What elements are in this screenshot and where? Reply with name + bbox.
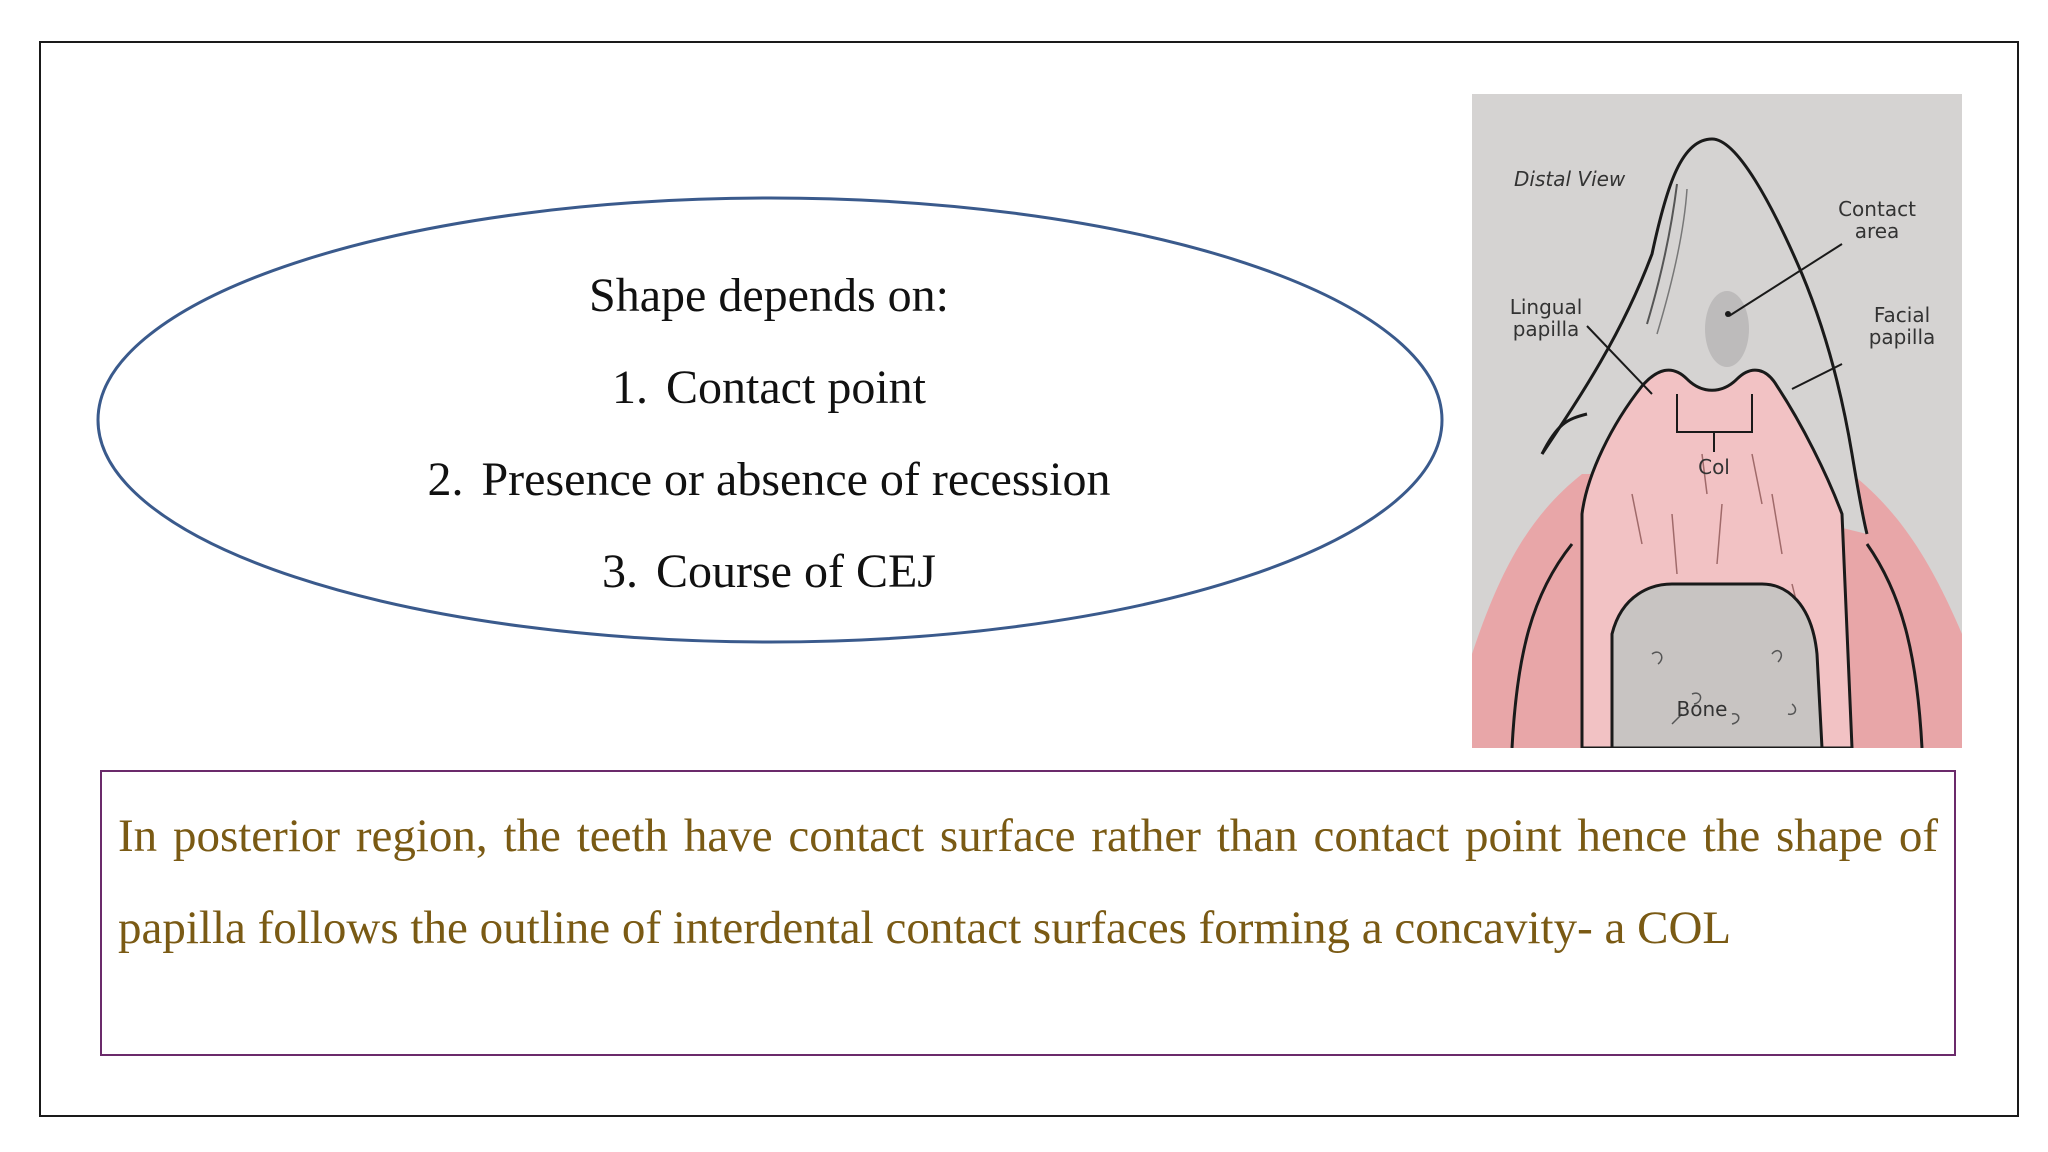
list-item-number: 2.	[427, 453, 464, 506]
list-item-text: Presence or absence of recession	[481, 453, 1111, 506]
col-label: Col	[1698, 455, 1730, 479]
papilla-illustration	[1472, 137, 1962, 748]
list-item-text: Contact point	[666, 361, 926, 414]
facial-papilla-label: Facial papilla	[1868, 303, 1936, 349]
note-box: In posterior region, the teeth have cont…	[100, 770, 1956, 1056]
note-text: In posterior region, the teeth have cont…	[118, 810, 1938, 954]
list-item-text: Course of CEJ	[656, 545, 936, 598]
list-item-number: 3.	[602, 545, 638, 598]
list-item: 1. Contact point	[98, 342, 1440, 434]
list-item-number: 1.	[612, 361, 649, 414]
ellipse-outline	[96, 196, 1444, 644]
papilla-diagram: Distal View Contact area Lingual papilla…	[1472, 94, 1962, 748]
bone-label: Bone	[1676, 697, 1728, 721]
diagram-title: Distal View	[1514, 167, 1626, 191]
list-item: 2. Presence or absence of recession	[98, 434, 1440, 526]
list-item: 3. Course of CEJ	[98, 526, 1440, 618]
ellipse-content: Shape depends on: 1. Contact point 2. Pres…	[98, 250, 1440, 618]
ellipse-heading: Shape depends on:	[589, 269, 949, 322]
lingual-papilla-label: Lingual papilla	[1509, 295, 1583, 341]
contact-area-label: Contact area	[1838, 197, 1916, 243]
